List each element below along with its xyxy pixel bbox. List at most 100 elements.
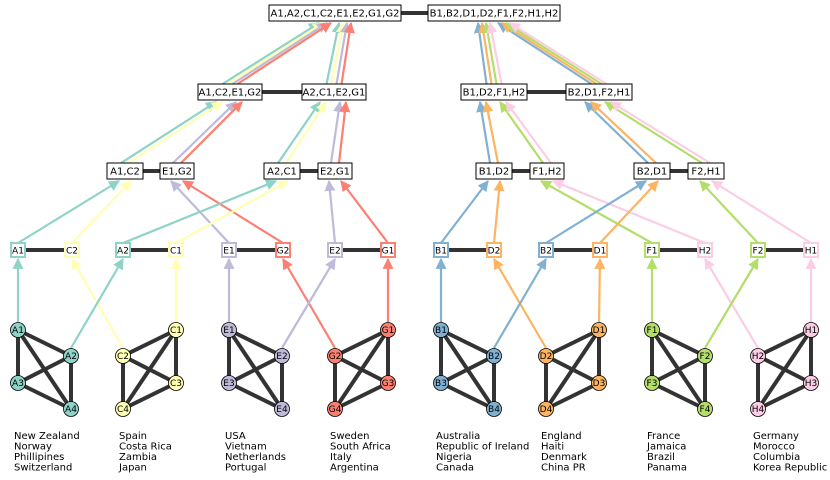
round-of-16-box: E2,G1 bbox=[317, 162, 353, 180]
team-node-h3: H3 bbox=[803, 375, 819, 391]
match-edge bbox=[545, 354, 600, 385]
seed-box-label: G2 bbox=[277, 247, 290, 257]
round-of-16-box-label: E1,G2 bbox=[162, 167, 192, 178]
round-of-16-box-label: F1,H2 bbox=[532, 167, 561, 178]
advancement-arrow bbox=[497, 22, 593, 85]
team-node-g4: G4 bbox=[327, 401, 343, 417]
team-node-e4: E4 bbox=[274, 401, 290, 417]
seed-box-a2: A2 bbox=[115, 242, 131, 258]
team-node-label: F1 bbox=[647, 326, 658, 336]
team-node-g3: G3 bbox=[380, 375, 396, 391]
match-edge bbox=[122, 354, 177, 385]
match-edge bbox=[334, 381, 389, 411]
seed-box-e1: E1 bbox=[221, 242, 237, 258]
seed-box-g1: G1 bbox=[380, 242, 396, 258]
seed-box-label: A1 bbox=[12, 247, 24, 257]
quarterfinal-box: A2,C1,E2,G1 bbox=[301, 83, 367, 101]
advancement-arrow bbox=[120, 101, 217, 164]
seed-box-d2: D2 bbox=[486, 242, 502, 258]
match-edge bbox=[17, 381, 72, 411]
country-name: Costa Rica bbox=[119, 442, 172, 453]
advancement-arrow bbox=[128, 101, 223, 164]
team-node-e2: E2 bbox=[274, 348, 290, 364]
seed-box-label: E1 bbox=[223, 247, 234, 257]
team-node-label: H1 bbox=[805, 326, 818, 336]
team-node-d1: D1 bbox=[591, 322, 607, 338]
team-node-g2: G2 bbox=[327, 348, 343, 364]
seed-box-b1: B1 bbox=[433, 242, 449, 258]
advancement-arrows bbox=[12, 21, 817, 349]
advancement-arrow bbox=[594, 257, 606, 323]
advancement-arrow bbox=[505, 101, 552, 164]
team-node-b3: B3 bbox=[433, 375, 449, 391]
advancement-arrow bbox=[590, 101, 657, 164]
round-of-16-box: E1,G2 bbox=[159, 162, 195, 180]
team-node-label: A3 bbox=[12, 379, 24, 389]
team-node-label: H3 bbox=[805, 379, 818, 389]
country-name: Haiti bbox=[541, 442, 564, 453]
advancement-arrow bbox=[699, 180, 759, 244]
match-edge bbox=[651, 381, 706, 411]
team-node-c2: C2 bbox=[115, 348, 131, 364]
match-edge bbox=[440, 381, 495, 411]
team-node-d4: D4 bbox=[538, 401, 554, 417]
advancement-arrow bbox=[231, 22, 328, 85]
advancement-arrow bbox=[499, 101, 544, 164]
team-node-d3: D3 bbox=[591, 375, 607, 391]
advancement-arrow bbox=[172, 101, 237, 164]
team-node-h4: H4 bbox=[750, 401, 766, 417]
advancement-arrow bbox=[610, 101, 711, 164]
team-node-d2: D2 bbox=[538, 348, 554, 364]
team-node-a3: A3 bbox=[10, 375, 26, 391]
quarterfinal-box-label: B2,D1,F2,H1 bbox=[568, 88, 631, 99]
seed-box-f1: F1 bbox=[644, 242, 660, 258]
country-name: Italy bbox=[330, 452, 352, 463]
country-name: Netherlands bbox=[225, 452, 286, 463]
team-node-label: C4 bbox=[117, 405, 129, 415]
team-node-b1: B1 bbox=[433, 322, 449, 338]
seed-box-h2: H2 bbox=[697, 242, 713, 258]
seed-box-label: B1 bbox=[435, 247, 447, 257]
team-node-a4: A4 bbox=[63, 401, 79, 417]
seed-box-h1: H1 bbox=[803, 242, 819, 258]
advancement-arrow bbox=[337, 100, 351, 164]
team-node-label: G4 bbox=[329, 405, 342, 415]
advancement-arrow bbox=[482, 100, 500, 164]
team-node-label: F4 bbox=[700, 405, 711, 415]
country-name: Jamaica bbox=[646, 442, 686, 453]
country-lists: New ZealandNorwayPhillipinesSwitzerlandS… bbox=[14, 431, 827, 474]
seed-box-b2: B2 bbox=[538, 242, 554, 258]
match-edge bbox=[17, 328, 72, 358]
country-name: Phillipines bbox=[14, 452, 64, 463]
country-name: Brazil bbox=[647, 452, 675, 463]
round-of-16-box: B1,D2 bbox=[475, 162, 513, 180]
seed-box-label: E2 bbox=[329, 247, 340, 257]
advancement-arrow bbox=[221, 22, 320, 85]
seed-box-label: D2 bbox=[488, 247, 501, 257]
seed-box-label: C2 bbox=[66, 247, 78, 257]
match-edge bbox=[651, 328, 706, 358]
team-node-h1: H1 bbox=[803, 322, 819, 338]
team-node-h2: H2 bbox=[750, 348, 766, 364]
country-name: Panama bbox=[647, 463, 687, 474]
country-name: Columbia bbox=[753, 452, 800, 463]
advancement-arrow bbox=[486, 21, 503, 85]
advancement-arrow bbox=[440, 180, 489, 244]
seed-box-c1: C1 bbox=[168, 242, 184, 258]
team-node-f1: F1 bbox=[644, 322, 660, 338]
seed-box-a1: A1 bbox=[10, 242, 26, 258]
country-name: Germany bbox=[753, 431, 799, 442]
round-of-16-box: F1,H2 bbox=[529, 162, 565, 180]
semifinal-box-label: A1,A2,C1,C2,E1,E2,G1,G2 bbox=[271, 9, 400, 20]
match-edge bbox=[334, 354, 389, 385]
seed-box-label: C1 bbox=[170, 247, 182, 257]
country-name: Switzerland bbox=[14, 463, 72, 474]
match-edge bbox=[757, 354, 812, 385]
match-edge bbox=[122, 328, 177, 358]
team-node-g1: G1 bbox=[380, 322, 396, 338]
seed-box-g2: G2 bbox=[275, 242, 291, 258]
team-node-label: G2 bbox=[329, 352, 342, 362]
